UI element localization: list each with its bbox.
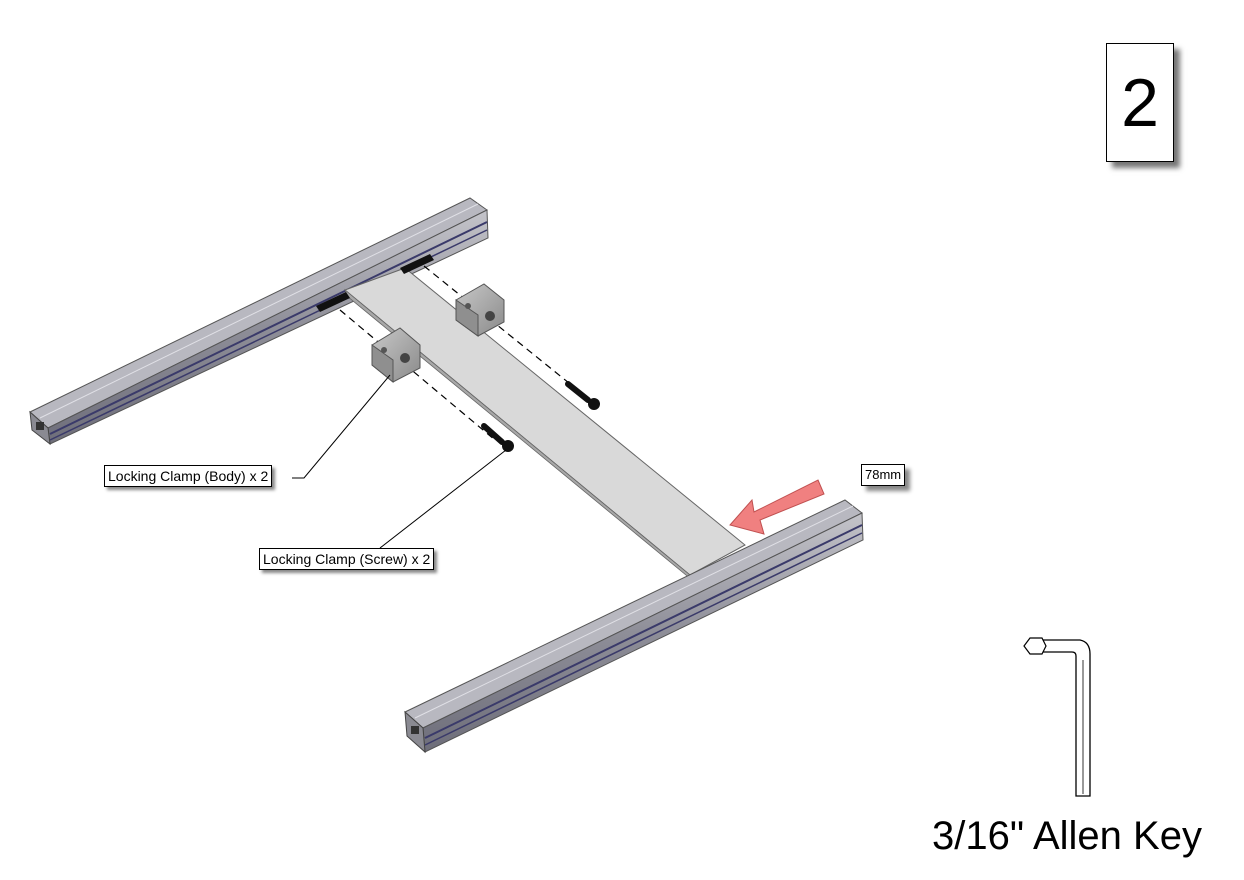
allen-key-icon <box>1023 637 1091 797</box>
locking-clamp-body-back <box>455 283 505 337</box>
tool-label: 3/16" Allen Key <box>932 814 1202 858</box>
spacer-plate <box>344 267 746 581</box>
locking-clamp-screw-back <box>565 381 600 410</box>
assembly-guide-lines <box>339 265 591 441</box>
slot-nut-left <box>316 292 350 312</box>
direction-arrow-icon <box>729 479 825 535</box>
step-number-badge: 2 <box>1106 43 1174 162</box>
slot-nut-right <box>400 254 434 274</box>
callout-leader-lines <box>292 374 507 549</box>
callout-locking-clamp-body: Locking Clamp (Body) x 2 <box>104 465 273 487</box>
callout-locking-clamp-screw: Locking Clamp (Screw) x 2 <box>259 548 435 570</box>
bottom-extrusion-rail <box>404 499 864 754</box>
top-extrusion-rail <box>29 197 489 446</box>
dimension-label: 78mm <box>861 464 906 486</box>
locking-clamp-screw-front <box>481 423 514 452</box>
locking-clamp-body-front <box>371 327 421 384</box>
